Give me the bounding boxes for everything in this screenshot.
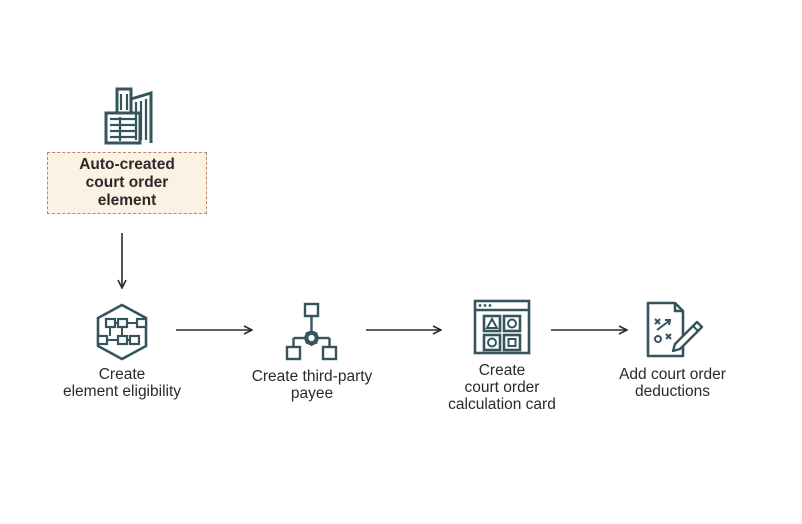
step-3-label-line-2: court order [464,379,540,396]
office-building-icon [104,87,153,145]
hexagon-network-icon [96,303,148,361]
step-2-label-line-1: Create third-party [251,368,373,385]
auto-created-element-box: Auto-created court order element [47,152,207,214]
hierarchy-gear-icon [285,302,338,361]
step-3-label-line-1: Create [478,362,526,379]
document-pen-icon [646,301,704,358]
step-2-label-line-2: payee [290,385,334,402]
step-3-label-line-3: calculation card [448,396,556,413]
step-3-label: Create court order calculation card [430,362,574,413]
start-label-line-1: Auto-created [79,156,175,173]
step-4-label-line-1: Add court order [619,366,726,383]
calculator-window-icon [473,299,531,355]
step-1-label: Create element eligibility [52,366,192,400]
step-2-label: Create third-party payee [237,368,387,402]
step-1-label-line-1: Create [98,366,146,383]
start-label-line-2: court order [85,174,169,191]
step-1-label-line-2: element eligibility [62,383,182,400]
start-label-line-3: element [97,192,157,209]
step-4-label-line-2: deductions [635,383,710,400]
step-4-label: Add court order deductions [600,366,745,400]
